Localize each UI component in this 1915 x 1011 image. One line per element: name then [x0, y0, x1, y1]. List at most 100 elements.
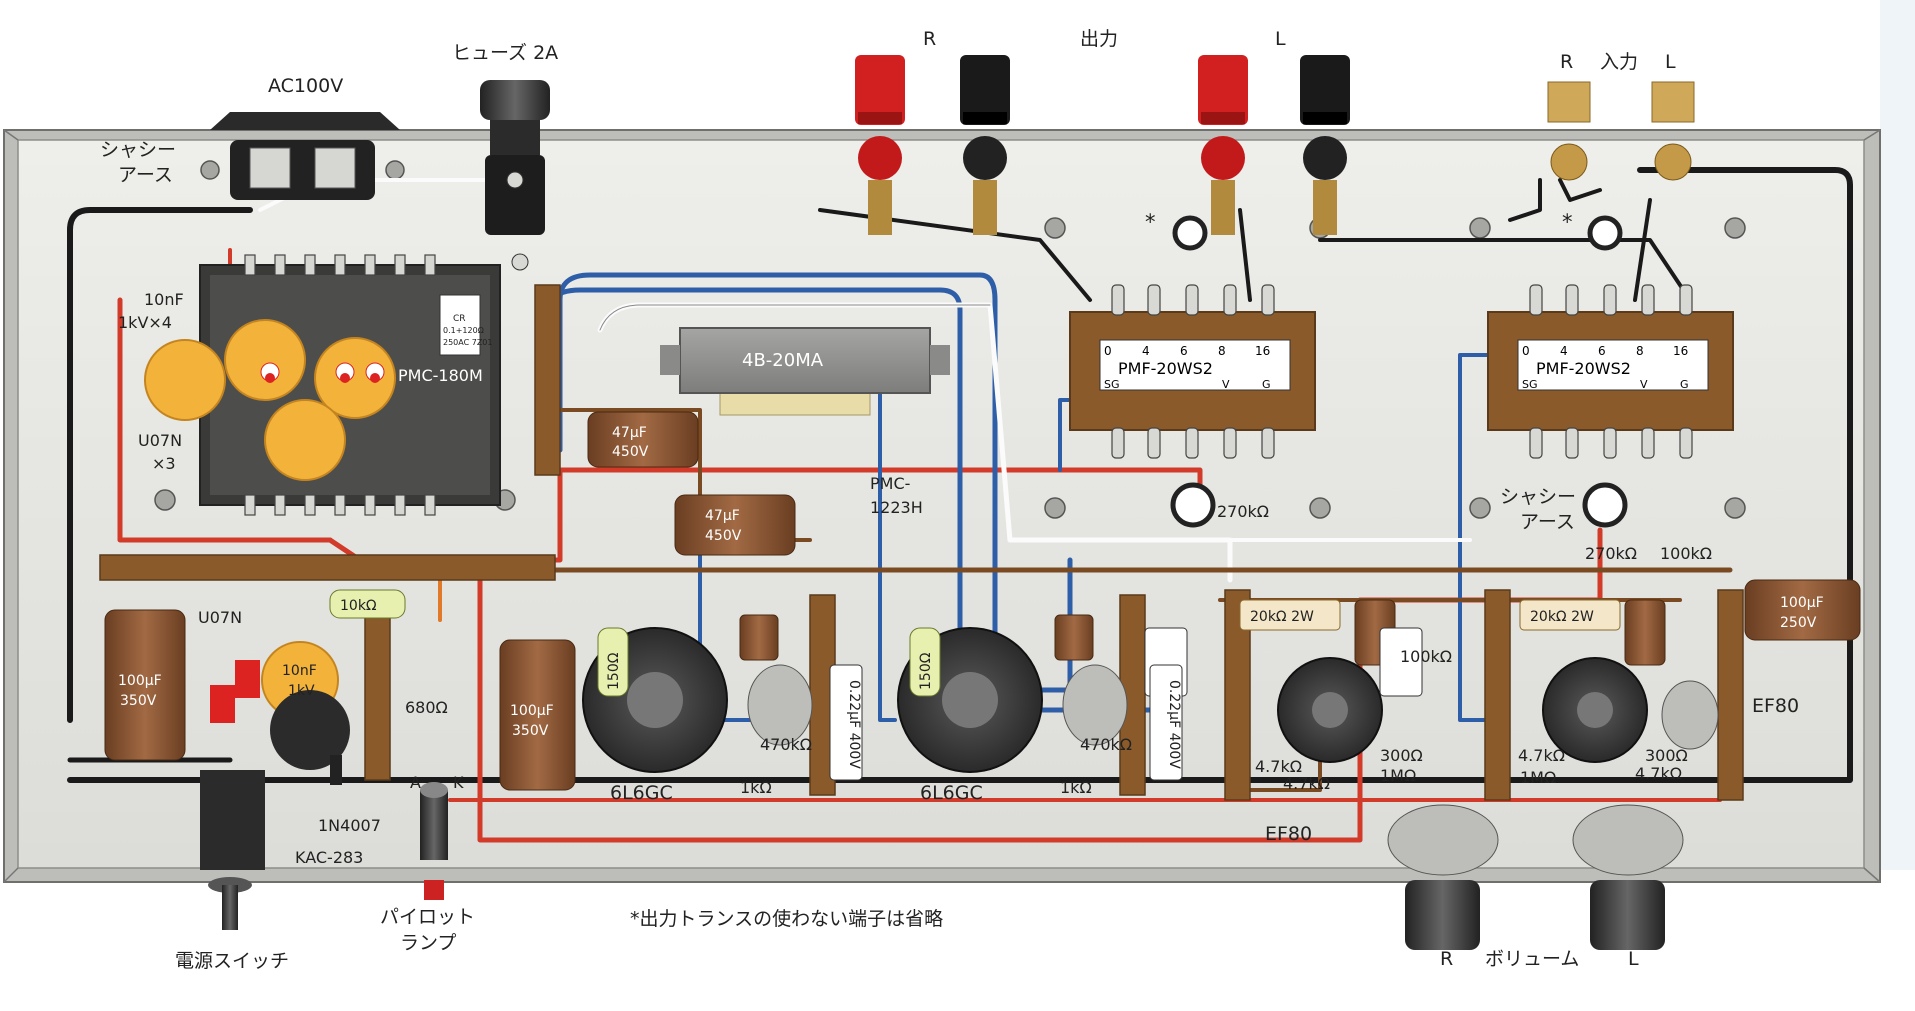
chassis — [3, 129, 1881, 883]
mounting-screws — [154, 160, 1746, 519]
label-chassis-earth-1b: アース — [118, 164, 173, 186]
resistor-20k2w-2: 20kΩ 2W — [1530, 609, 1594, 625]
label-4.7k-c: 4.7kΩ — [1518, 746, 1565, 765]
opt-left-v: V — [1222, 378, 1230, 391]
opt-left-tap-8: 8 — [1218, 344, 1226, 358]
label-chassis-earth-2: シャシー — [1500, 486, 1577, 508]
resistor-150-2: 150Ω — [918, 652, 934, 690]
power-transformer — [144, 254, 501, 516]
resistors — [329, 589, 1621, 781]
terminal-r-black — [960, 55, 1010, 235]
resistor-20k2w-1: 20kΩ 2W — [1250, 609, 1314, 625]
label-chassis-earth-2b: アース — [1520, 511, 1575, 533]
fuse-holder — [480, 80, 550, 271]
label-output-l: L — [1275, 28, 1286, 50]
label-1k-1: 1kΩ — [740, 778, 772, 797]
pilot-lamp — [420, 782, 448, 900]
opt-right-v: V — [1640, 378, 1648, 391]
volume-knobs — [1387, 804, 1684, 950]
driver-tubes — [1277, 657, 1719, 763]
cap-022-2: 0.22μF 400V — [1166, 680, 1182, 769]
opt-right-tap-16: 16 — [1673, 344, 1688, 358]
label-pmc1223h-a: PMC- — [870, 474, 911, 493]
label-300-1: 300Ω — [1380, 746, 1423, 765]
label-led-k: K — [453, 773, 464, 792]
cap-100u-2-voltage: 350V — [512, 723, 549, 739]
label-star-right: * — [1562, 210, 1573, 234]
opt-right-g: G — [1680, 378, 1689, 391]
label-270k-2: 270kΩ — [1585, 544, 1638, 563]
label-ef80-1: EF80 — [1265, 823, 1313, 845]
label-1m-1: 1MΩ — [1380, 766, 1417, 785]
label-ef80-2: EF80 — [1752, 695, 1800, 717]
label-volume-r: R — [1440, 948, 1454, 970]
cr-note-2: 0.1+120Ω — [443, 326, 484, 335]
label-input-r: R — [1560, 51, 1574, 73]
opt-right-tap-8: 8 — [1636, 344, 1644, 358]
label-cap-1kv4: 1kV×4 — [118, 313, 172, 332]
label-volume-l: L — [1628, 948, 1639, 970]
opt-right-model: PMF-20WS2 — [1536, 359, 1631, 378]
label-output-r: R — [923, 28, 937, 50]
cap-47u-2-value: 47μF — [705, 508, 740, 524]
opt-left-g: G — [1262, 378, 1271, 391]
label-pmc180m: PMC-180M — [398, 366, 483, 385]
cap-47u-1-voltage: 450V — [612, 444, 649, 460]
label-4.7k-b: 4.7kΩ — [1283, 774, 1330, 793]
cr-note-1: CR — [453, 314, 466, 324]
label-chassis-earth-1: シャシー — [100, 139, 177, 161]
label-300-2: 300Ω — [1645, 746, 1688, 765]
opt-left-tap-0: 0 — [1104, 344, 1112, 358]
label-pilot-1: パイロット — [380, 906, 476, 928]
label-star-left: * — [1145, 210, 1156, 234]
opt-right-tap-0: 0 — [1522, 344, 1530, 358]
label-u07n-x3b: ×3 — [152, 454, 176, 473]
label-ac100v: AC100V — [268, 75, 344, 97]
label-led-a: A — [410, 773, 421, 792]
choke-label: 4B-20MA — [742, 350, 824, 371]
label-6l6gc-2: 6L6GC — [920, 782, 983, 804]
cap-100u-1-value: 100μF — [118, 673, 162, 689]
choke-coil — [660, 327, 950, 416]
opt-left-sg: SG — [1104, 378, 1120, 391]
label-270k-1: 270kΩ — [1217, 502, 1270, 521]
rca-inputs — [1547, 81, 1695, 181]
label-pilot-2: ランプ — [400, 932, 457, 954]
output-transformer-right — [1487, 284, 1734, 459]
cap-10n-value: 10nF — [282, 663, 317, 679]
opt-right-tap-6: 6 — [1598, 344, 1606, 358]
opt-right-tap-4: 4 — [1560, 344, 1568, 358]
label-pmc1223h-b: 1223H — [870, 498, 923, 517]
label-note: *出力トランスの使わない端子は省略 — [630, 908, 944, 930]
label-100k-1: 100kΩ — [1400, 647, 1453, 666]
label-kac283: KAC-283 — [295, 848, 364, 867]
label-input: 入力 — [1600, 51, 1639, 73]
label-100k-2: 100kΩ — [1660, 544, 1713, 563]
rectifier-area — [210, 641, 350, 785]
vertical-component-texts: 150Ω 150Ω 0.22μF 400V 0.22μF 400V — [606, 652, 1182, 769]
label-4.7k-a: 4.7kΩ — [1255, 757, 1302, 776]
component-texts: 4B-20MA 47μF 450V 47μF 450V 100μF 350V 1… — [118, 314, 1824, 739]
resistor-10k-value: 10kΩ — [340, 598, 377, 614]
cap-100u-3-voltage: 250V — [1780, 615, 1817, 631]
label-u07n-x3: U07N — [138, 431, 183, 450]
opt-left-tap-16: 16 — [1255, 344, 1270, 358]
page-edge-strip — [1880, 0, 1915, 870]
label-u07n: U07N — [198, 608, 243, 627]
cap-100u-1-voltage: 350V — [120, 693, 157, 709]
opt-left-model: PMF-20WS2 — [1118, 359, 1213, 378]
label-6l6gc-1: 6L6GC — [610, 782, 673, 804]
opt-right-sg: SG — [1522, 378, 1538, 391]
label-output: 出力 — [1080, 28, 1119, 50]
ac-inlet — [210, 112, 400, 200]
label-fuse: ヒューズ 2A — [452, 42, 559, 64]
speaker-terminals — [855, 55, 1350, 235]
terminal-r-red — [855, 55, 905, 235]
opt-left-labels: 0 4 6 8 16 PMF-20WS2 SG V G — [1104, 344, 1271, 391]
opt-right-labels: 0 4 6 8 16 PMF-20WS2 SG V G — [1522, 344, 1689, 391]
cap-022-1: 0.22μF 400V — [846, 680, 862, 769]
label-470k-1: 470kΩ — [760, 735, 813, 754]
cap-100u-2-value: 100μF — [510, 703, 554, 719]
